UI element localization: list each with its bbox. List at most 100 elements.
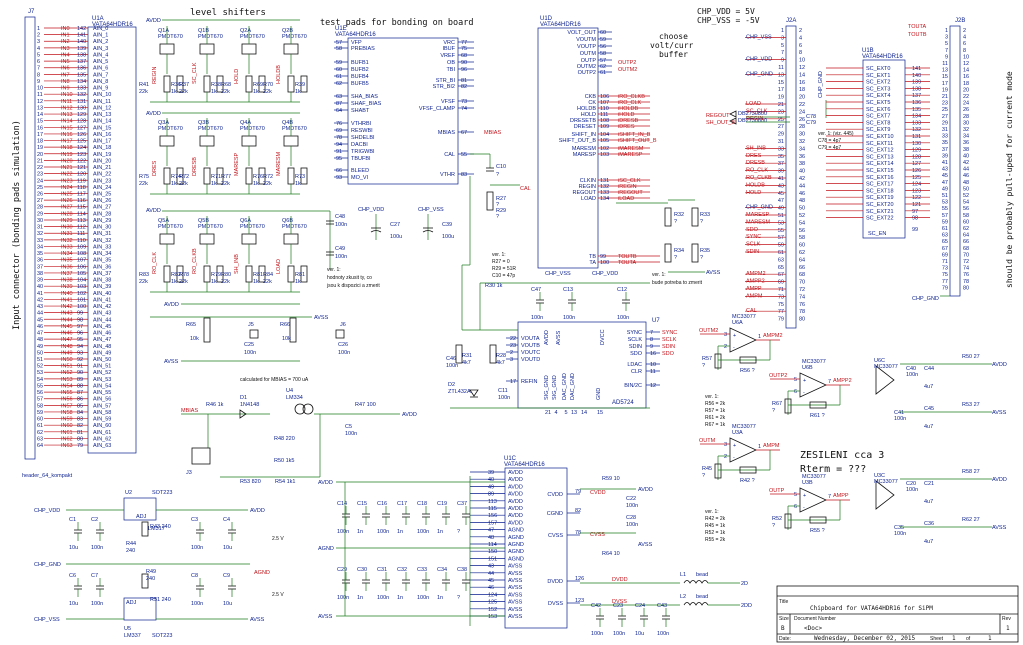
j2b-left-pin: 23 (942, 101, 948, 107)
u1c-left-pin-num: 89 (488, 492, 494, 498)
u1d-top-signal: OUTM2 (577, 64, 596, 70)
c49-val: 100n (335, 254, 347, 260)
j2b-right-pin: 42 (963, 160, 969, 166)
sheet-label: Sheet (930, 636, 944, 642)
j7-net-label: IN42 (61, 304, 73, 310)
u1e-left-pin-num: 66 (336, 168, 342, 174)
j2a-left-pin: 35 (778, 154, 784, 160)
resistor-ref: R72 (263, 174, 273, 180)
u1d-low-pin-num: 133 (600, 190, 609, 196)
j2b-right-pin: 52 (963, 193, 969, 199)
r31-ref: R31 (462, 353, 472, 359)
opamp-r1-ref: R52 (772, 516, 782, 522)
u1c-cap-top-ref: C17 (397, 501, 407, 507)
c13-ref: C13 (563, 287, 573, 293)
j7-net-label: IN13 (61, 112, 73, 118)
j7-net-label: IN55 (61, 390, 73, 396)
u1b-pin: 127 (912, 161, 921, 167)
mosfet-part: PMDT670 (198, 34, 223, 40)
j7-pin-num: 4 (37, 46, 40, 52)
u1d-low-pin-num: 131 (600, 178, 609, 184)
j2a-right-pin: 72 (799, 287, 805, 293)
u1c-left-signal: AGND (508, 549, 524, 555)
u1a-pin-num: 120 (77, 172, 86, 178)
j7-pin-num: 23 (37, 172, 43, 178)
u1c-left-signal: AVDD (508, 492, 523, 498)
vss-rail-note: CHP_VSS = -5V (697, 16, 760, 25)
j7-net-label: IN8 (61, 79, 70, 85)
u1b-pin: 121 (912, 202, 921, 208)
u1c-cap-top-ref: C15 (357, 501, 367, 507)
u1c-cap-top-ref: C16 (377, 501, 387, 507)
j2a-net-label: SC_CLK (746, 108, 768, 114)
j2a-left-pin: 59 (778, 243, 784, 249)
u1a-pin-num: 107 (77, 258, 86, 264)
opamp-ref: U3B (802, 480, 813, 486)
opamp-plus: + (803, 378, 806, 384)
u7-right-signal: LDAC (627, 362, 642, 368)
j7-net-label: IN39 (61, 284, 73, 290)
u1d-block: U1D VATA64HDR16 60VOLT_OUT59VOUTM56VOUTP… (537, 16, 721, 286)
j2a-right-pin: 46 (799, 191, 805, 197)
u7-bottom-pin: 5 (564, 410, 567, 416)
j7-net-label: IN32 (61, 238, 73, 244)
c22-val: 100n (626, 503, 638, 509)
u1e-right-signal: VTHR (440, 172, 455, 178)
opamp-supply-cav: 100n (906, 487, 918, 493)
j7-pin-num: 33 (37, 238, 43, 244)
u1a-pin-num: 141 (77, 33, 86, 39)
j7-net-label: IN12 (61, 105, 73, 111)
u1c-left-pin-num: 48 (488, 535, 494, 541)
u1a-signal: AIN_29 (93, 218, 111, 224)
u1c-cap-bot-ref: C33 (417, 567, 427, 573)
u1c-left-pin-num: 156 (488, 513, 497, 519)
j7-net-label: IN27 (61, 205, 73, 211)
opamp-supply-rb: R53 27 (962, 402, 980, 408)
j7-pin-num: 2 (37, 33, 40, 39)
r48-label: R48 220 (274, 436, 295, 442)
u1c-cap-top-val: 100n (337, 529, 349, 535)
u1c-cap-top-val: 1n (437, 529, 443, 535)
j2b-right-pin: 12 (963, 61, 969, 67)
opamp-input-net: OUTP (769, 488, 785, 494)
u1a-signal: AIN_12 (93, 105, 111, 111)
u1d-mid-signal: CKB (585, 94, 597, 100)
opamp-r2: R42 ? (740, 478, 755, 484)
j2a-left-pin: 71 (778, 287, 784, 293)
j2a-left-pin: 79 (778, 317, 784, 323)
u1d-low-pin-num: 134 (600, 196, 609, 202)
u1c-avss: AVSS (318, 614, 333, 620)
u1c-cap-bot-ref: C29 (337, 567, 347, 573)
rev-value: 1 (1006, 625, 1010, 632)
u1d-mid-pin-num: 110 (600, 106, 609, 112)
j2a-net-label: SDIN (746, 249, 759, 255)
u7-bottom-pin: 21 (545, 410, 551, 416)
opamp-pin: 3 (724, 332, 727, 338)
title-text: Chipboard for VATA64HDR16 for SiPM (810, 605, 933, 612)
u1d-pins: 60VOLT_OUT59VOUTM56VOUTP58OUTM57OUTP62OU… (559, 30, 660, 266)
c28-val: 100n (626, 522, 638, 528)
shifter-avdd-2: AVDD (146, 111, 161, 117)
j2a-right-pin: 22 (799, 102, 805, 108)
j2a-right-pin: 36 (799, 154, 805, 160)
u7-bottom-pin: 14 (581, 410, 587, 416)
resistor-ref: R73 (295, 174, 305, 180)
c39-ref: C39 (442, 222, 452, 228)
j2a-left-pin: 49 (778, 206, 784, 212)
u1e-left-pin-num: 76 (336, 121, 342, 127)
u1a-pin-num: 138 (77, 52, 86, 58)
r29-ref: R29 (496, 208, 506, 214)
u1b-signal: SC_EXT7 (866, 114, 890, 120)
ver1-note-1: ver. 1: (327, 267, 341, 273)
j2a-left-pin: 17 (778, 87, 784, 93)
j7-pin-num: 5 (37, 52, 40, 58)
opamp-supply-cb: C21 (924, 481, 934, 487)
j7-pin-num: 26 (37, 192, 43, 198)
j7-net-label: IN14 (61, 119, 73, 125)
u1a-signal: AIN_57 (93, 403, 111, 409)
sc-en-signal: SC_EN (868, 231, 886, 237)
j2a-net-label: DRES (746, 153, 762, 159)
u1d-mid-signal: DRESET (574, 124, 597, 130)
j2a-left-pin: 47 (778, 198, 784, 204)
